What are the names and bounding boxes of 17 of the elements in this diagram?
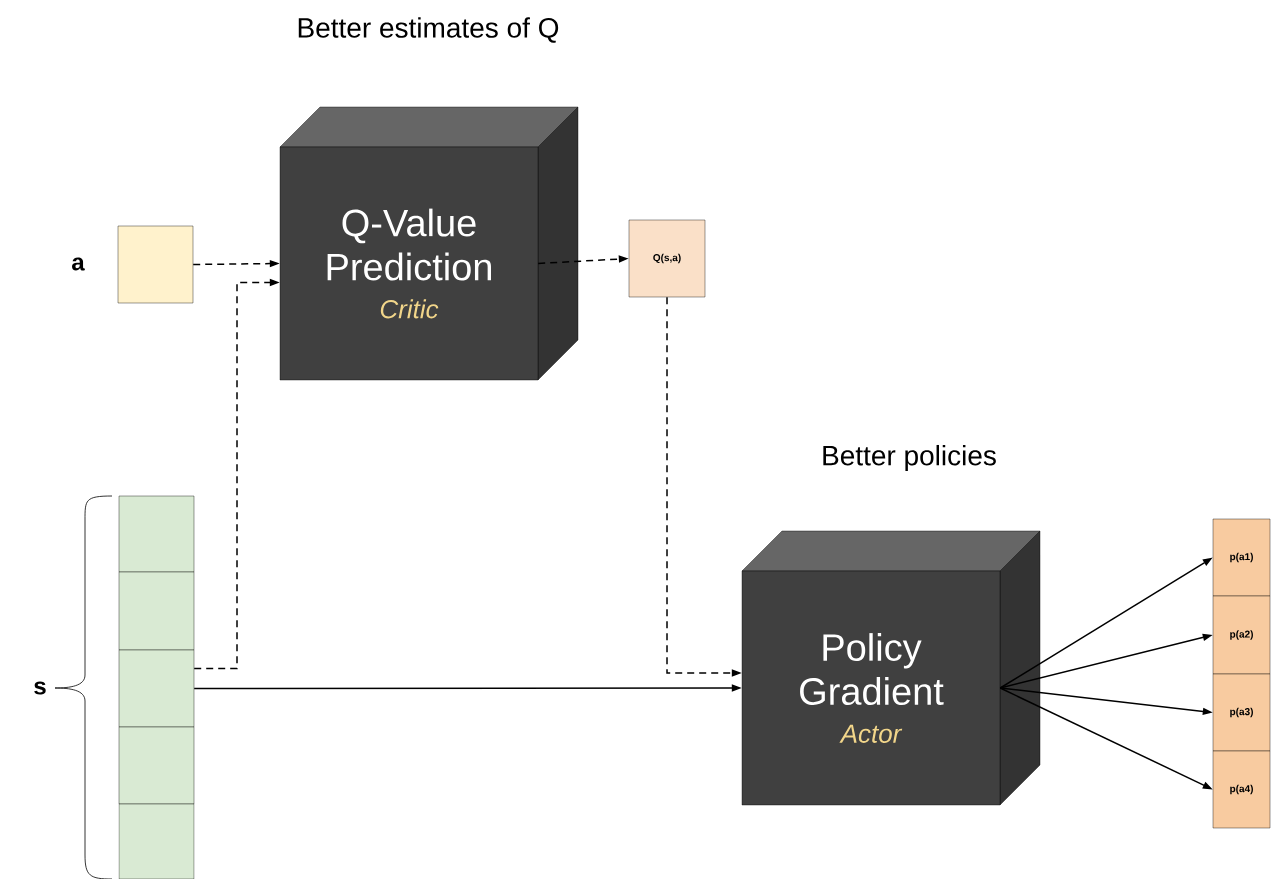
probability-box: p(a3) <box>1212 673 1271 752</box>
side-label: a <box>72 257 85 271</box>
heading: Better estimates of Q <box>298 17 559 43</box>
cube-block: Policy Gradient Actor <box>741 530 1041 806</box>
vector-cell <box>118 571 195 651</box>
input-box <box>117 225 194 304</box>
vector-cell <box>118 726 195 805</box>
cube-block: Q-Value Prediction Critic <box>279 106 579 381</box>
side-label: s <box>34 681 46 695</box>
vector-cell <box>118 649 195 728</box>
probability-box: p(a2) <box>1212 595 1271 675</box>
probability-box: p(a1) <box>1212 518 1271 597</box>
output-box: Q(s,a) <box>628 219 706 298</box>
heading: Better policies <box>823 444 996 472</box>
probability-box: p(a4) <box>1212 750 1271 829</box>
vector-cell <box>118 495 195 573</box>
vector-cell <box>118 803 195 879</box>
